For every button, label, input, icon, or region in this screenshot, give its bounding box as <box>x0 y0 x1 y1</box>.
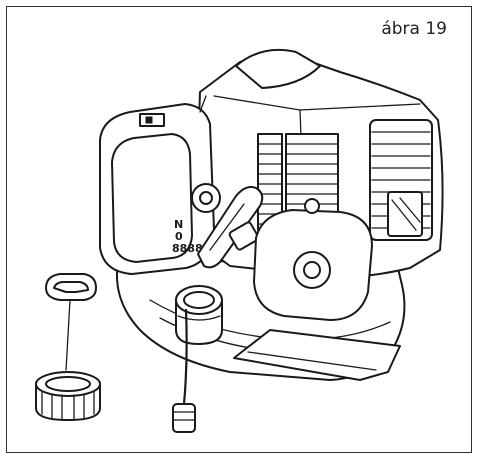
fuel-cap <box>35 273 101 421</box>
skid-plate <box>233 329 401 381</box>
recoil-housing <box>253 198 373 321</box>
air-filter-cover <box>99 95 215 275</box>
choke-controls: N 0 8888 <box>172 183 221 255</box>
choke-label-0: 0 <box>175 230 183 243</box>
starter-handle <box>197 186 264 269</box>
fuel-pickup-hose <box>172 308 196 433</box>
cooling-fins-right <box>369 119 433 241</box>
figure-caption: ábra 19 <box>381 19 447 39</box>
choke-label-8888: 8888 <box>172 242 203 255</box>
fuel-filler-neck <box>175 285 223 345</box>
choke-label-n: N <box>174 218 183 231</box>
